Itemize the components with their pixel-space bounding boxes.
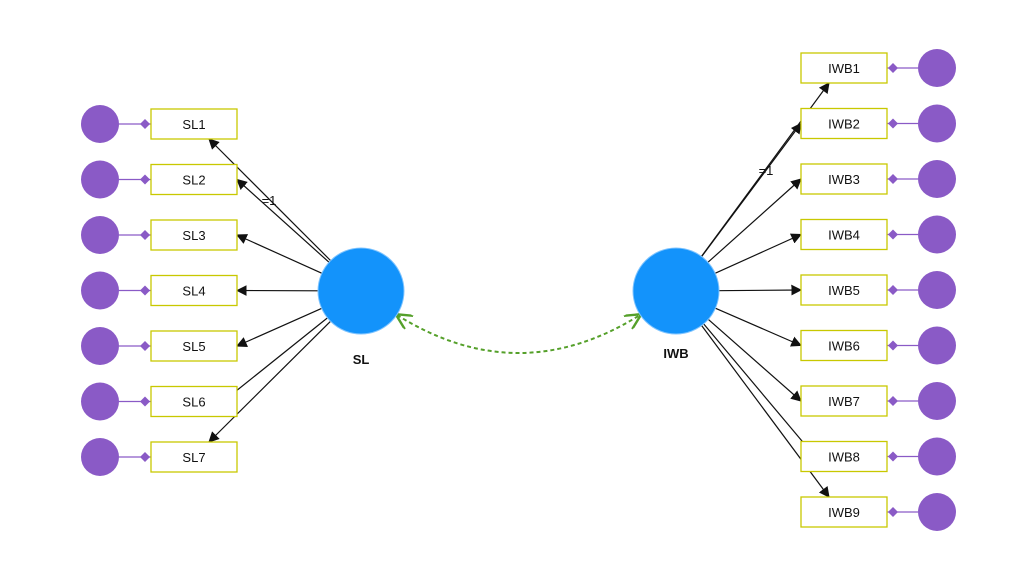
indicator-box-iwb2[interactable] — [800, 107, 888, 140]
error-link-diamond-iwb1 — [888, 63, 898, 73]
error-term-sl4[interactable] — [81, 271, 119, 310]
indicator-box-sl5[interactable] — [150, 330, 238, 362]
loading-path-iwb8 — [701, 322, 816, 458]
indicator-label-sl6: SL6 — [182, 395, 205, 410]
indicator-box-sl7[interactable] — [150, 441, 238, 473]
error-link-diamond-iwb6 — [888, 340, 898, 351]
indicator-box-iwb3[interactable] — [800, 163, 888, 195]
indicator-box-iwb4[interactable] — [800, 218, 888, 251]
indicator-box-sl6[interactable] — [150, 385, 238, 418]
error-term-iwb5[interactable] — [918, 271, 956, 309]
indicator-box-sl1[interactable] — [150, 108, 238, 140]
indicator-label-sl5: SL5 — [182, 339, 205, 354]
indicator-box-iwb9[interactable] — [800, 496, 888, 528]
error-term-iwb1[interactable] — [918, 49, 956, 87]
indicator-box-iwb1[interactable] — [800, 52, 888, 84]
loading-path-sl5 — [236, 307, 324, 347]
error-term-iwb4[interactable] — [918, 215, 956, 254]
error-link-diamond-iwb9 — [888, 507, 898, 517]
indicator-label-sl1: SL1 — [182, 117, 205, 132]
indicator-label-sl2: SL2 — [182, 173, 205, 188]
error-link-diamond-sl7 — [140, 452, 150, 462]
error-link-diamond-sl4 — [140, 285, 150, 296]
latent-node-iwb[interactable] — [632, 247, 720, 335]
error-term-sl6[interactable] — [81, 382, 119, 421]
indicator-label-iwb7: IWB7 — [828, 394, 860, 409]
indicator-label-iwb9: IWB9 — [828, 505, 860, 520]
covariance-sl-iwb — [397, 315, 640, 354]
error-term-sl2[interactable] — [81, 160, 119, 199]
indicator-label-sl4: SL4 — [182, 284, 205, 299]
error-link-diamond-sl2 — [140, 174, 150, 185]
error-term-sl7[interactable] — [81, 438, 119, 476]
indicator-label-iwb4: IWB4 — [828, 228, 860, 243]
fixed-loading-label-iwb2: =1 — [759, 163, 774, 178]
loading-path-sl6 — [222, 316, 330, 403]
indicator-label-iwb2: IWB2 — [828, 117, 860, 132]
indicator-box-iwb5[interactable] — [800, 274, 888, 306]
error-link-diamond-sl3 — [140, 230, 150, 240]
indicator-label-iwb1: IWB1 — [828, 61, 860, 76]
loading-path-sl2 — [236, 178, 331, 265]
indicator-label-sl3: SL3 — [182, 228, 205, 243]
indicator-label-iwb3: IWB3 — [828, 172, 860, 187]
error-term-iwb2[interactable] — [918, 104, 956, 143]
fixed-loading-label-sl2: =1 — [262, 193, 277, 208]
error-link-diamond-iwb2 — [888, 118, 898, 129]
indicator-label-iwb5: IWB5 — [828, 283, 860, 298]
latent-node-sl[interactable] — [317, 247, 405, 335]
loading-path-iwb7 — [706, 317, 802, 402]
error-link-diamond-iwb7 — [888, 396, 898, 406]
error-link-diamond-iwb3 — [888, 174, 898, 184]
indicator-box-sl4[interactable] — [150, 274, 238, 307]
error-link-diamond-sl1 — [140, 119, 150, 129]
error-term-iwb8[interactable] — [918, 437, 956, 476]
error-term-iwb3[interactable] — [918, 160, 956, 198]
error-term-sl5[interactable] — [81, 327, 119, 365]
indicator-box-sl2[interactable] — [150, 163, 238, 196]
error-term-iwb9[interactable] — [918, 493, 956, 531]
indicator-box-iwb7[interactable] — [800, 385, 888, 417]
error-link-diamond-iwb4 — [888, 229, 898, 240]
indicator-box-sl3[interactable] — [150, 219, 238, 251]
error-term-sl1[interactable] — [81, 105, 119, 143]
error-link-diamond-iwb8 — [888, 451, 898, 462]
loading-path-iwb6 — [713, 306, 802, 347]
loading-path-iwb3 — [706, 178, 802, 265]
loading-path-sl1 — [208, 138, 333, 263]
latent-label-sl: SL — [353, 352, 370, 367]
loading-path-iwb4 — [713, 233, 802, 275]
indicator-label-iwb6: IWB6 — [828, 339, 860, 354]
error-term-iwb7[interactable] — [918, 382, 956, 420]
indicator-label-iwb8: IWB8 — [828, 450, 860, 465]
error-term-sl3[interactable] — [81, 216, 119, 254]
loading-path-sl7 — [208, 319, 333, 443]
latent-label-iwb: IWB — [663, 346, 688, 361]
indicator-box-iwb6[interactable] — [800, 329, 888, 362]
error-link-diamond-sl6 — [140, 396, 150, 407]
error-term-iwb6[interactable] — [918, 326, 956, 365]
loading-path-sl3 — [236, 234, 324, 275]
loading-path-iwb2 — [700, 122, 802, 259]
error-link-diamond-iwb5 — [888, 285, 898, 295]
loading-path-iwb5 — [716, 284, 803, 296]
error-link-diamond-sl5 — [140, 341, 150, 351]
indicator-box-iwb8[interactable] — [800, 440, 888, 473]
indicator-label-sl7: SL7 — [182, 450, 205, 465]
